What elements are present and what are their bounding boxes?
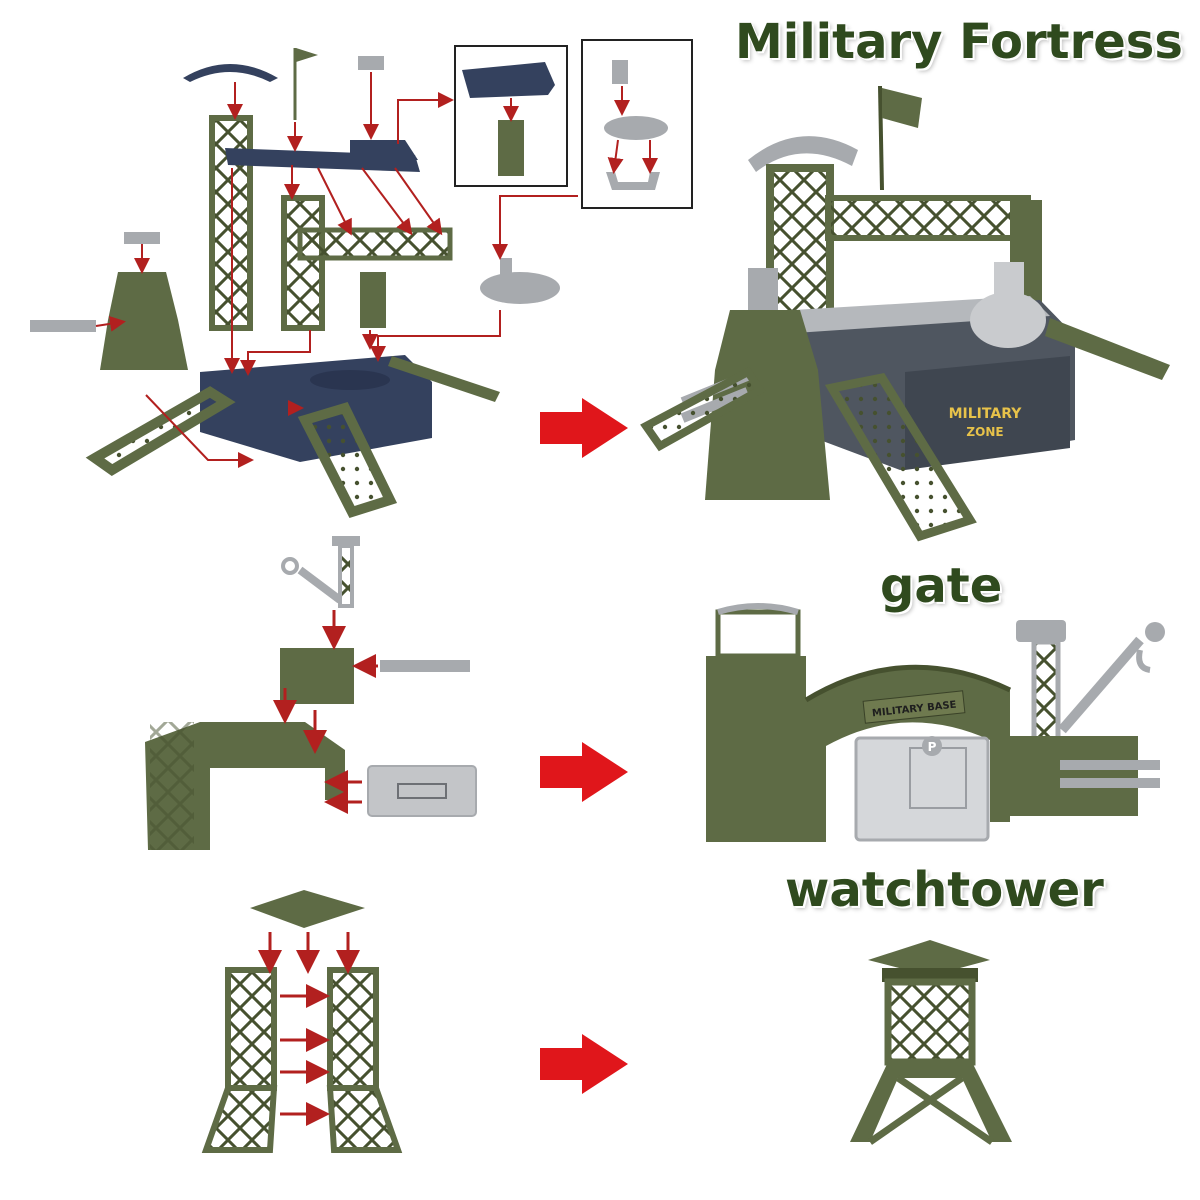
watchtower-roof-part — [250, 890, 365, 928]
fortress-exploded-view — [30, 39, 693, 519]
right-arrow-icon — [540, 1034, 628, 1094]
fortress-title: Military Fortress — [735, 14, 1183, 70]
fortress-sign-line2: ZONE — [966, 425, 1003, 439]
watchtower-title: watchtower — [785, 862, 1104, 918]
crane-icon — [281, 536, 360, 608]
side-gun-part — [30, 320, 96, 332]
inset-box-1 — [454, 45, 568, 187]
right-arrow-icon — [540, 742, 628, 802]
gate-grille — [854, 736, 990, 842]
military-zone-panel — [905, 356, 1070, 470]
bunker-part — [100, 272, 188, 370]
watchtower-right-half — [326, 967, 403, 1153]
flag-icon — [293, 48, 318, 120]
watchtower-left-half — [201, 967, 278, 1153]
gate-grille-part — [367, 765, 477, 817]
fortress-sign-line1: MILITARY — [949, 406, 1023, 422]
watchtower-exploded-view — [201, 890, 403, 1153]
gate-gun-part — [380, 660, 470, 672]
watchtower-assembled-view — [850, 940, 1012, 1145]
gate-title: gate — [880, 558, 1003, 614]
flag-icon — [878, 85, 922, 191]
canopy-part — [183, 64, 278, 82]
military-base-sign — [862, 690, 966, 724]
small-gun-part — [358, 56, 384, 70]
gate-exploded-view — [145, 536, 477, 850]
fortress-assembled-view: MILITARY ZONE — [640, 85, 1170, 542]
right-arrow-icon — [540, 398, 628, 458]
crane-icon — [1016, 620, 1165, 745]
gate-letter: P — [928, 740, 937, 754]
gate-assembled-view: MILITARY BASE P — [706, 603, 1165, 842]
inset-box-2 — [581, 39, 693, 209]
